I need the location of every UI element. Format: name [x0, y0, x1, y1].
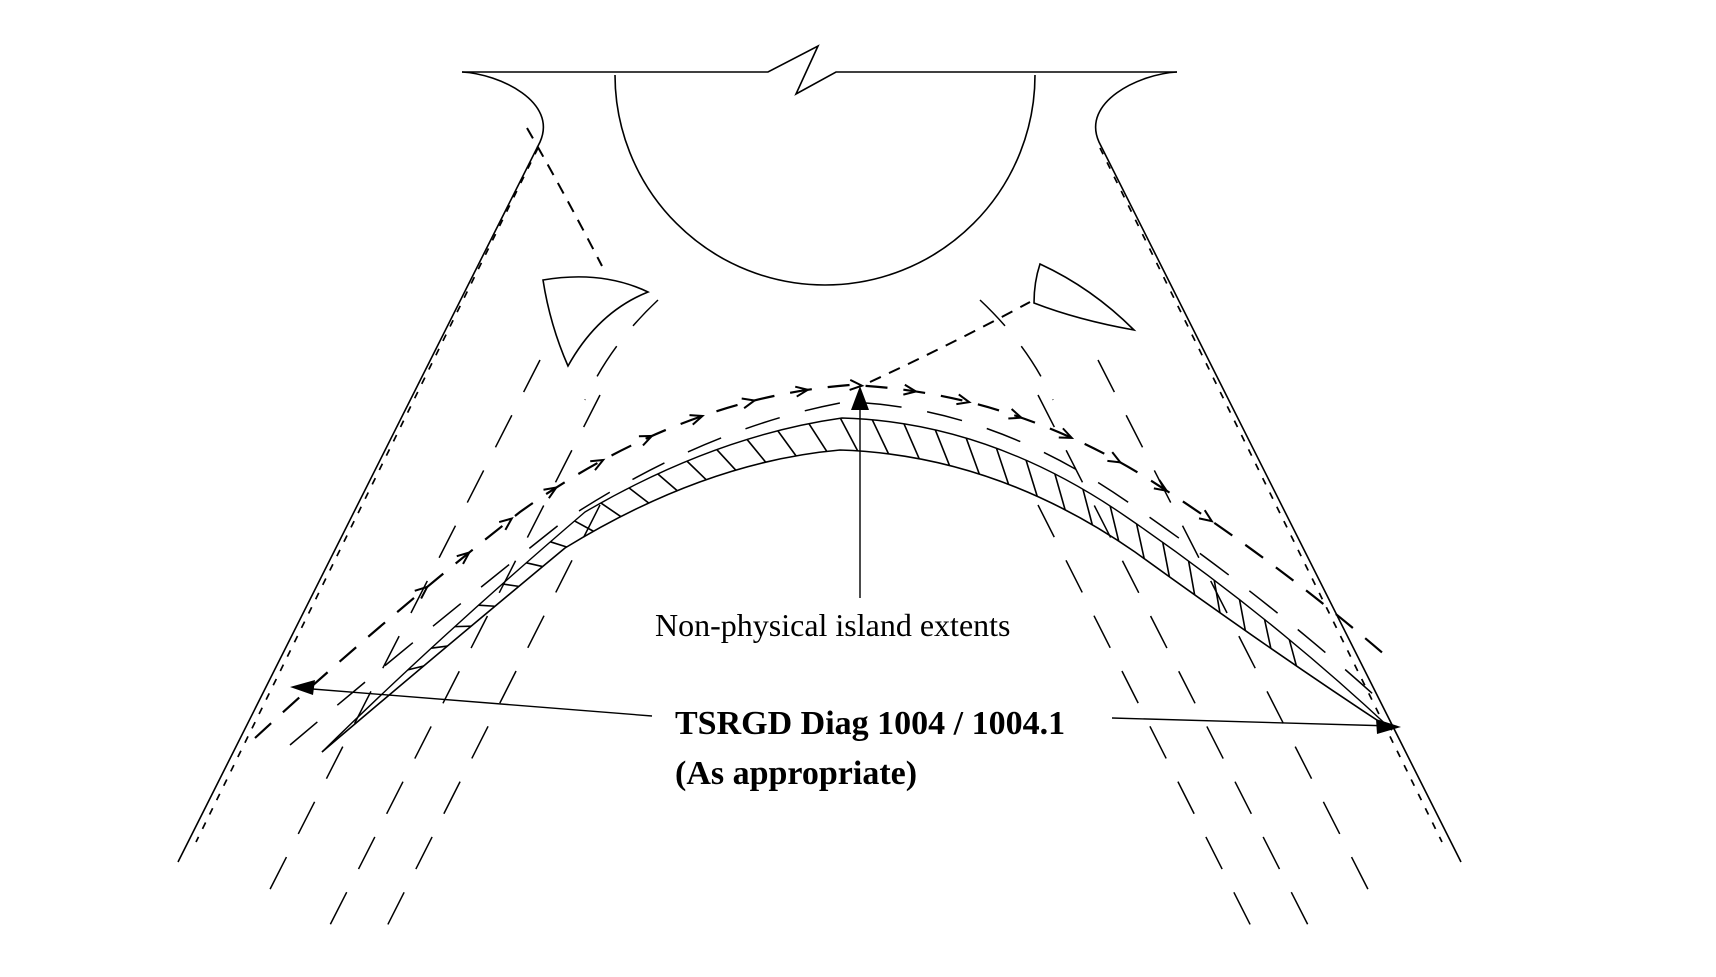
right-crest-connector-dashes — [869, 301, 1031, 383]
tsrgd-1004-chevron-marks — [414, 379, 1214, 599]
right-edge-dotted-line — [1099, 147, 1443, 843]
tsrgd-leader-left — [290, 680, 653, 717]
tsrgd-leader-right-line — [1111, 717, 1393, 727]
arrowhead-up-icon — [851, 386, 869, 410]
left-top-connector-dashes — [526, 127, 603, 267]
right-splitter-island — [1033, 262, 1137, 332]
tsrgd-1004-marking-line — [254, 383, 1386, 739]
left-edge-dotted-line — [195, 147, 539, 843]
top-road-edge-with-break — [462, 44, 1177, 96]
arrowhead-right-icon — [1376, 719, 1401, 734]
left-fan-dash — [584, 299, 659, 401]
arrowhead-left-icon — [290, 680, 315, 695]
island-extents-leader — [851, 386, 869, 598]
island-boundary-upper — [321, 417, 1393, 753]
left-splitter-island — [542, 276, 650, 368]
right-lane-line-3 — [1037, 504, 1259, 941]
roundabout-central-island — [614, 74, 1036, 286]
mid-lane-dash-curve — [289, 401, 1386, 746]
right-lane-line-2 — [1037, 394, 1309, 926]
right-lane-line-1 — [1097, 359, 1377, 906]
island-extents-label: Non-physical island extents — [655, 607, 1010, 643]
left-lane-line-1 — [261, 359, 541, 906]
right-fan-dash — [979, 299, 1054, 401]
tsrgd-label-line1: TSRGD Diag 1004 / 1004.1 — [675, 705, 1065, 742]
left-lane-line-3 — [379, 504, 601, 941]
tsrgd-leader-right — [1111, 717, 1401, 734]
right-road-outer-edge — [1094, 71, 1462, 863]
left-lane-line-2 — [329, 394, 601, 926]
tsrgd-leader-left-line — [299, 687, 653, 717]
island-hatching — [407, 417, 1298, 671]
island-boundary-lower — [321, 449, 1393, 753]
left-road-outer-edge — [177, 71, 545, 863]
tsrgd-label-line2: (As appropriate) — [675, 755, 917, 792]
